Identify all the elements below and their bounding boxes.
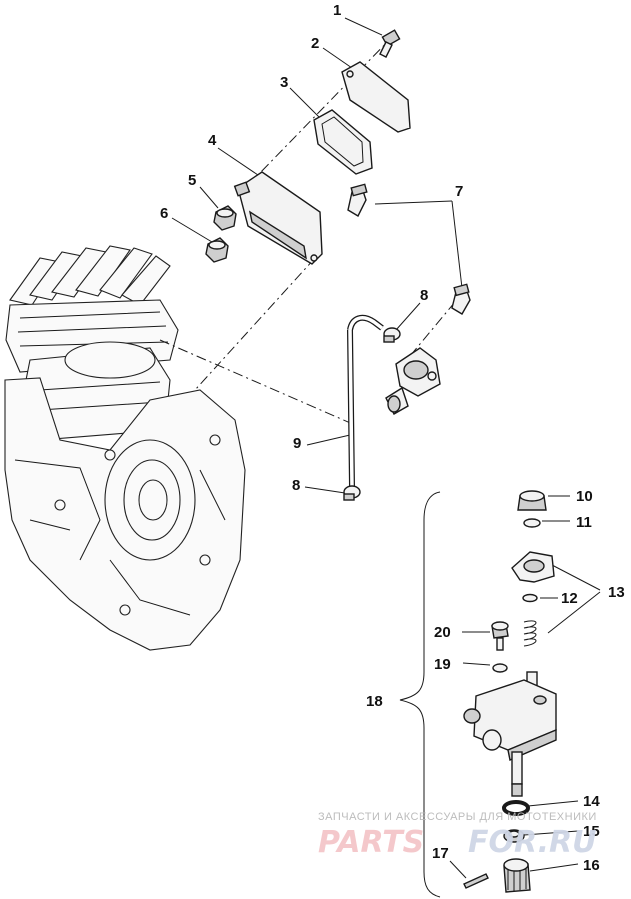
engine-block	[4, 245, 246, 651]
callout-10: 10	[576, 488, 593, 505]
watermark-logo-right: FOR.RU	[468, 825, 597, 860]
watermark: ЗАПЧАСТИ И АКСЕССУАРЫ ДЛЯ МОТОТЕХНИКИ PA…	[318, 811, 597, 860]
part-9-hose	[347, 314, 384, 487]
callout-16: 16	[583, 857, 600, 874]
leader-lines	[159, 17, 601, 898]
part-17-pin	[463, 873, 489, 889]
part-19-washer	[492, 663, 508, 673]
part-4-reed-valve-housing	[233, 171, 323, 265]
callout-18: 18	[366, 693, 383, 710]
callout-6: 6	[160, 205, 168, 222]
part-3-gasket	[313, 109, 373, 175]
part-7-fitting-upper	[347, 183, 368, 217]
callout-12: 12	[561, 590, 578, 607]
group-bracket-18	[399, 491, 441, 898]
callout-15: 15	[583, 823, 600, 840]
fuel-pump-assembly	[385, 347, 441, 415]
callout-13: 13	[608, 584, 625, 601]
part-8-clamp-upper	[383, 327, 401, 343]
part-7-fitting-lower	[451, 283, 471, 315]
part-12-washer	[522, 593, 538, 603]
part-5-nut	[213, 205, 237, 231]
callout-14: 14	[583, 793, 600, 810]
watermark-tagline: ЗАПЧАСТИ И АКСЕССУАРЫ ДЛЯ МОТОТЕХНИКИ	[318, 811, 597, 823]
callout-11: 11	[576, 514, 592, 531]
watermark-logo-left: PARTS	[318, 825, 424, 860]
callout-7: 7	[455, 183, 463, 200]
callout-3: 3	[280, 74, 288, 91]
part-1-screw	[379, 29, 401, 58]
part-15-washer	[503, 829, 525, 843]
part-13-spring	[523, 620, 537, 647]
callout-17: 17	[432, 845, 449, 862]
callout-19: 19	[434, 656, 451, 673]
callout-1: 1	[333, 2, 341, 19]
part-10-cap	[517, 490, 547, 511]
callout-9: 9	[293, 435, 301, 452]
part-14-o-ring	[502, 800, 530, 816]
part-16-drive-gear	[503, 858, 531, 893]
part-18-oil-pump	[463, 671, 557, 797]
part-20-bolt	[491, 621, 509, 651]
callout-4: 4	[208, 132, 217, 149]
callout-20: 20	[434, 624, 451, 641]
part-13-lever-plate	[511, 551, 555, 583]
callout-5: 5	[188, 172, 196, 189]
callout-2: 2	[311, 35, 319, 52]
callout-8-lower: 8	[292, 477, 300, 494]
part-8-clamp-lower	[343, 485, 361, 501]
callout-labels: 1 2 3 4 5 6 7 8 9 8 10 11 13 12 20 19 18…	[160, 2, 625, 874]
part-11-washer	[523, 518, 541, 528]
callout-8-upper: 8	[420, 287, 428, 304]
part-2-cover-plate	[341, 61, 411, 133]
part-6-nut	[205, 237, 229, 263]
